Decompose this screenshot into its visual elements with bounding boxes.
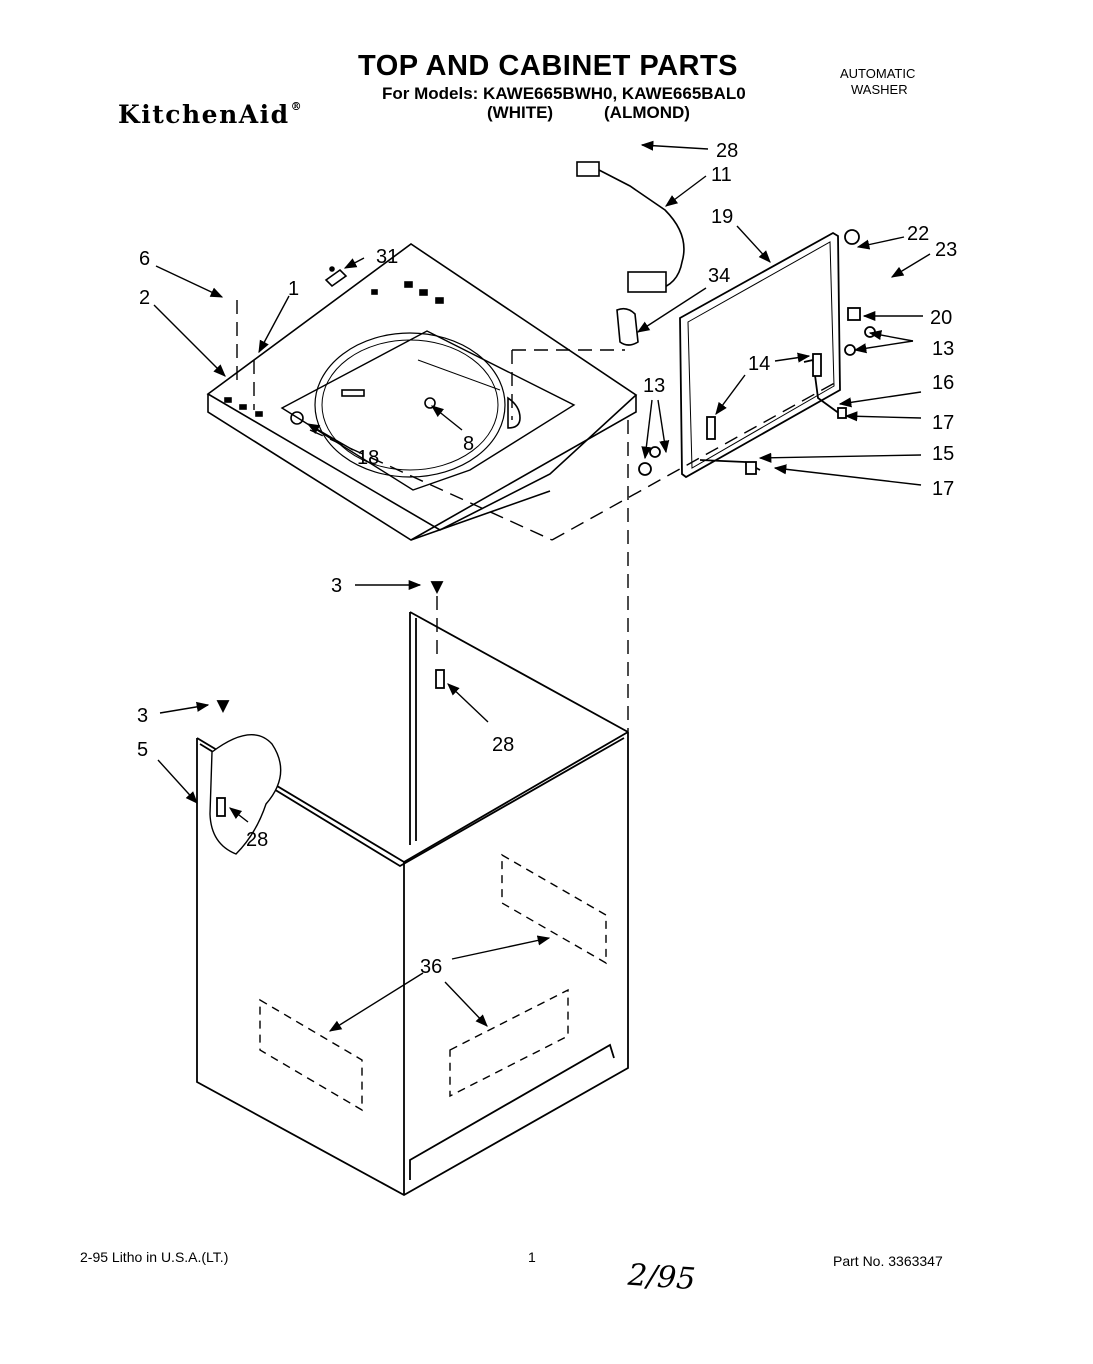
cabinet-drawing bbox=[196, 581, 629, 1197]
lid-switch-harness-drawing bbox=[324, 161, 685, 346]
rear-panel-drawing bbox=[638, 229, 876, 479]
product-type-line-2: WASHER bbox=[851, 82, 908, 97]
callout-28: 28 bbox=[246, 829, 268, 851]
callout-31: 31 bbox=[376, 246, 398, 268]
callout-19: 19 bbox=[711, 206, 733, 228]
callout-leaders bbox=[153, 140, 931, 1032]
variant-almond-label: (ALMOND) bbox=[604, 103, 690, 122]
callout-14: 14 bbox=[748, 353, 770, 375]
callout-36: 36 bbox=[420, 956, 442, 978]
callout-20: 20 bbox=[930, 307, 952, 329]
callout-6: 6 bbox=[139, 248, 150, 270]
footer-print-info: 2-95 Litho in U.S.A.(LT.) bbox=[80, 1249, 229, 1265]
models-line: For Models: KAWE665BWH0, KAWE665BAL0 bbox=[382, 84, 746, 103]
callout-17: 17 bbox=[932, 412, 954, 434]
variant-white-label: (WHITE) bbox=[487, 103, 554, 122]
callout-numbers: 28 11 19 22 23 6 31 1 2 34 20 13 14 13 1… bbox=[137, 140, 957, 978]
page-title: TOP AND CABINET PARTS bbox=[358, 50, 739, 82]
callout-34: 34 bbox=[708, 265, 730, 287]
callout-1: 1 bbox=[288, 278, 299, 300]
product-type-line-1: AUTOMATIC bbox=[840, 66, 916, 81]
callout-13: 13 bbox=[932, 338, 954, 360]
callout-23: 23 bbox=[935, 239, 957, 261]
part-number: Part No. 3363347 bbox=[833, 1253, 943, 1269]
callout-2: 2 bbox=[139, 287, 150, 309]
callout-13: 13 bbox=[643, 375, 665, 397]
callout-16: 16 bbox=[932, 372, 954, 394]
brand-logo: KitchenAid® bbox=[118, 100, 302, 129]
page-number: 1 bbox=[528, 1249, 536, 1265]
callout-11: 11 bbox=[711, 164, 732, 186]
callout-17: 17 bbox=[932, 478, 954, 500]
callout-3: 3 bbox=[137, 705, 148, 727]
brand-name: KitchenAid bbox=[118, 100, 290, 129]
registered-mark-icon: ® bbox=[290, 100, 302, 113]
callout-28: 28 bbox=[492, 734, 514, 756]
top-panel-drawing bbox=[206, 243, 638, 541]
callout-22: 22 bbox=[907, 223, 929, 245]
callout-5: 5 bbox=[137, 739, 148, 761]
handwritten-date-note: 2/95 bbox=[626, 1257, 697, 1298]
callout-3: 3 bbox=[331, 575, 342, 597]
callout-15: 15 bbox=[932, 443, 954, 465]
callout-28: 28 bbox=[716, 140, 738, 162]
callout-8: 8 bbox=[463, 433, 474, 455]
callout-18: 18 bbox=[357, 447, 379, 469]
